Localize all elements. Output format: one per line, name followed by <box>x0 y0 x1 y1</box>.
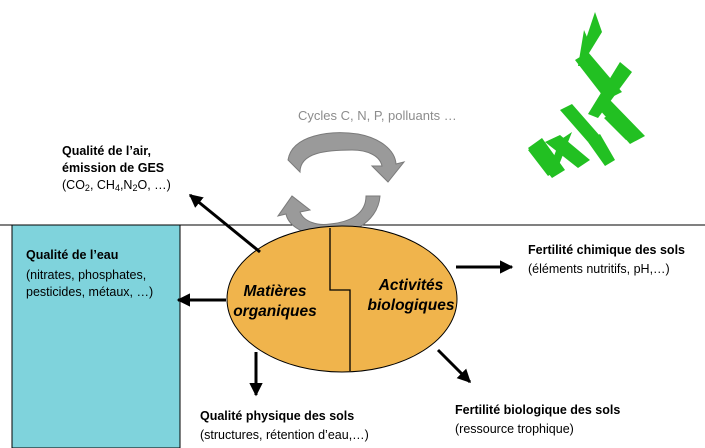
biological-activity-label: Activités biologiques <box>356 276 466 316</box>
organic-matter-line-2: organiques <box>233 303 317 320</box>
air-quality-detail: (CO2, CH4,N2O, …) <box>62 178 171 193</box>
chemical-fertility-label: Fertilité chimique des sols (éléments nu… <box>528 242 685 278</box>
biological-activity-line-1: Activités <box>378 277 444 294</box>
cycle-arrows-icon <box>276 132 406 237</box>
chemical-fertility-detail: (éléments nutritifs, pH,…) <box>528 262 670 276</box>
cycles-label: Cycles C, N, P, polluants … <box>298 108 457 123</box>
physical-quality-title: Qualité physique des sols <box>200 409 355 423</box>
water-quality-detail-1: (nitrates, phosphates, <box>26 268 147 282</box>
central-ellipse <box>226 225 458 373</box>
biological-fertility-label: Fertilité biologique des sols (ressource… <box>455 402 620 438</box>
biological-fertility-title: Fertilité biologique des sols <box>455 403 621 417</box>
arrow-biological <box>436 348 472 384</box>
biological-activity-line-2: biologiques <box>367 297 455 314</box>
chemical-fertility-title: Fertilité chimique des sols <box>528 243 685 257</box>
physical-quality-detail: (structures, rétention d’eau,…) <box>200 428 369 442</box>
air-quality-title-2: émission de GES <box>62 161 165 175</box>
air-quality-label: Qualité de l’air, émission de GES (CO2, … <box>62 143 171 197</box>
organic-matter-line-1: Matières <box>243 283 307 300</box>
water-zone <box>11 224 181 448</box>
air-quality-title-1: Qualité de l’air, <box>62 144 151 158</box>
biological-fertility-detail: (ressource trophique) <box>455 422 574 436</box>
plant-icon <box>528 12 645 178</box>
water-quality-label: Qualité de l’eau (nitrates, phosphates, … <box>26 247 153 301</box>
organic-matter-label: Matières organiques <box>222 282 328 322</box>
water-quality-title: Qualité de l’eau <box>26 248 119 262</box>
physical-quality-label: Qualité physique des sols (structures, r… <box>200 408 369 444</box>
arrow-air <box>188 193 261 254</box>
water-quality-detail-2: pesticides, métaux, …) <box>26 285 154 299</box>
ellipse-divider <box>329 228 351 371</box>
